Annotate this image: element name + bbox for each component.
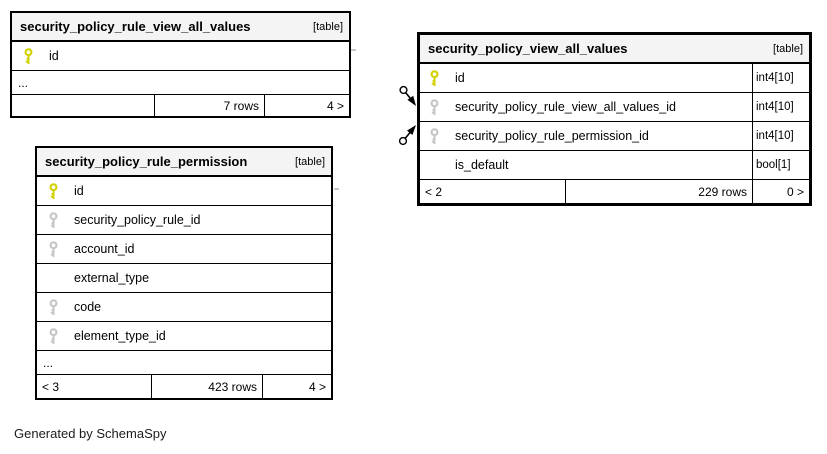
foreign-key-icon bbox=[47, 327, 60, 345]
table-header[interactable]: security_policy_rule_view_all_values [ta… bbox=[12, 13, 349, 42]
table-security-policy-view-all-values[interactable]: security_policy_view_all_values [table] … bbox=[417, 32, 812, 206]
column-row-security-policy-rule-permission-id[interactable]: security_policy_rule_permission_id int4[… bbox=[420, 121, 809, 150]
foreign-key-icon bbox=[428, 127, 441, 145]
footer-row-count: 423 rows bbox=[151, 375, 262, 398]
column-name: security_policy_rule_permission_id bbox=[455, 129, 649, 143]
footer-related-right: 4 > bbox=[262, 375, 331, 398]
footer-related-left: < 3 bbox=[42, 379, 60, 394]
foreign-key-icon bbox=[47, 240, 60, 258]
table-header[interactable]: security_policy_rule_permission [table] bbox=[37, 148, 331, 177]
table-security-policy-rule-view-all-values[interactable]: security_policy_rule_view_all_values [ta… bbox=[10, 11, 351, 118]
table-type-badge: [table] bbox=[313, 20, 343, 33]
column-name: id bbox=[455, 71, 465, 85]
table-footer: < 3 423 rows 4 > bbox=[37, 374, 331, 398]
column-name-cell: security_policy_rule_view_all_values_id bbox=[420, 93, 752, 121]
column-type: int4[10] bbox=[752, 93, 809, 121]
no-key-spacer bbox=[47, 270, 60, 287]
ellipsis-text: ... bbox=[18, 75, 29, 90]
foreign-key-icon bbox=[428, 98, 441, 116]
table-type-badge: [table] bbox=[295, 155, 325, 168]
foreign-key-icon bbox=[47, 211, 60, 229]
table-title: security_policy_rule_view_all_values bbox=[20, 19, 251, 34]
footer-row-count: 229 rows bbox=[565, 180, 752, 203]
column-type: int4[10] bbox=[752, 122, 809, 150]
footer-related-right: 4 > bbox=[264, 95, 349, 116]
table-security-policy-rule-permission[interactable]: security_policy_rule_permission [table] … bbox=[35, 146, 333, 400]
table-title: security_policy_view_all_values bbox=[428, 41, 628, 56]
column-name-cell: id bbox=[420, 64, 752, 92]
primary-key-icon bbox=[47, 182, 60, 200]
column-name: code bbox=[74, 300, 102, 314]
no-key-spacer bbox=[428, 157, 441, 174]
column-name: element_type_id bbox=[74, 329, 166, 343]
footer-related-left bbox=[12, 95, 154, 116]
column-name: account_id bbox=[74, 242, 135, 256]
table-type-badge: [table] bbox=[773, 42, 803, 55]
column-row-id[interactable]: id bbox=[37, 177, 331, 205]
generated-by-note: Generated by SchemaSpy bbox=[14, 426, 167, 441]
column-row-security-policy-rule-id[interactable]: security_policy_rule_id bbox=[37, 205, 331, 234]
foreign-key-icon bbox=[47, 298, 60, 316]
footer-row-count: 7 rows bbox=[154, 95, 264, 116]
footer-related-left: < 2 bbox=[425, 184, 443, 199]
column-name: security_policy_rule_view_all_values_id bbox=[455, 100, 676, 114]
column-name: is_default bbox=[455, 158, 509, 172]
column-type: int4[10] bbox=[752, 64, 809, 92]
primary-key-icon bbox=[22, 47, 35, 65]
column-name: security_policy_rule_id bbox=[74, 213, 201, 227]
column-row-external-type[interactable]: external_type bbox=[37, 263, 331, 292]
column-row-id[interactable]: id bbox=[12, 42, 349, 70]
column-row-id[interactable]: id int4[10] bbox=[420, 64, 809, 92]
column-row-code[interactable]: code bbox=[37, 292, 331, 321]
column-row-element-type-id[interactable]: element_type_id bbox=[37, 321, 331, 350]
column-name: external_type bbox=[74, 271, 150, 285]
column-name-cell: is_default bbox=[420, 151, 752, 179]
table-header[interactable]: security_policy_view_all_values [table] bbox=[420, 35, 809, 64]
connector-rule-permission bbox=[398, 125, 416, 146]
connector-rule-view-all-values bbox=[399, 85, 416, 106]
column-row-is-default[interactable]: is_default bool[1] bbox=[420, 150, 809, 179]
primary-key-icon bbox=[428, 69, 441, 87]
column-row-account-id[interactable]: account_id bbox=[37, 234, 331, 263]
ellipsis-text: ... bbox=[43, 355, 54, 370]
column-name-cell: security_policy_rule_permission_id bbox=[420, 122, 752, 150]
column-name: id bbox=[74, 184, 84, 198]
footer-related-right: 0 > bbox=[752, 180, 809, 203]
table-title: security_policy_rule_permission bbox=[45, 154, 248, 169]
table-footer: < 2 229 rows 0 > bbox=[420, 179, 809, 203]
column-row-security-policy-rule-view-all-values-id[interactable]: security_policy_rule_view_all_values_id … bbox=[420, 92, 809, 121]
column-name: id bbox=[49, 49, 59, 63]
table-footer: 7 rows 4 > bbox=[12, 94, 349, 116]
ellipsis-row: ... bbox=[37, 350, 331, 374]
ellipsis-row: ... bbox=[12, 70, 349, 94]
column-type: bool[1] bbox=[752, 151, 809, 179]
